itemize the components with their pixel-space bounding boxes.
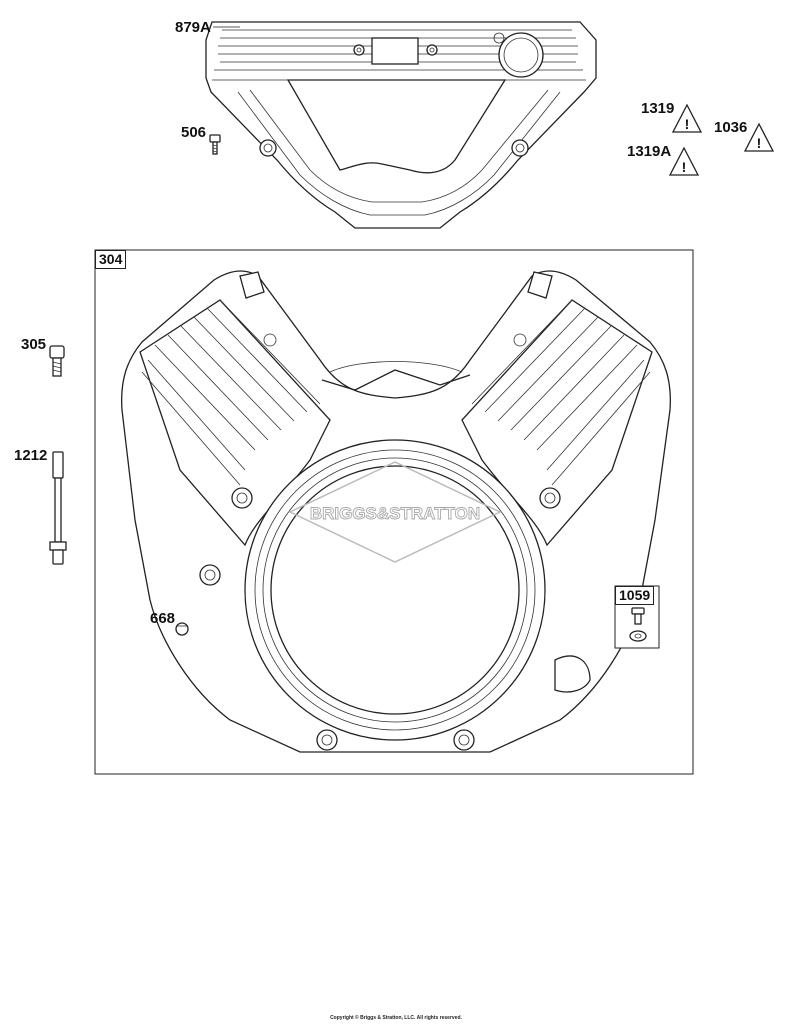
blower-housing-group-frame	[94, 249, 694, 775]
callout-305: 305	[21, 336, 47, 353]
callout-304: 304	[95, 250, 127, 269]
warning-mark-1319: !	[685, 116, 690, 132]
callout-879a: 879A	[175, 19, 211, 36]
warning-label-1319[interactable]: !	[671, 103, 703, 133]
stud-1212[interactable]	[49, 451, 67, 565]
callout-1319: 1319	[641, 100, 675, 117]
warning-mark-1319a: !	[682, 159, 687, 175]
bolt-305[interactable]	[49, 345, 65, 377]
logo-watermark-text: BRIGGS&STRATTON	[310, 504, 480, 523]
warning-label-1036[interactable]: !	[743, 122, 775, 152]
callout-1036: 1036	[714, 119, 748, 136]
callout-1212: 1212	[14, 447, 48, 464]
warning-label-1319a[interactable]: !	[668, 146, 700, 176]
callout-668: 668	[150, 610, 176, 627]
blower-housing-304[interactable]: BRIGGS&STRATTON	[121, 270, 671, 753]
copyright-notice: Copyright © Briggs & Stratton, LLC. All …	[330, 1015, 462, 1021]
plug-668[interactable]	[175, 622, 189, 636]
callout-1319a: 1319A	[627, 143, 672, 160]
logo-watermark	[288, 461, 502, 563]
warning-mark-1036: !	[757, 135, 762, 151]
callout-506: 506	[181, 124, 207, 141]
callout-1059: 1059	[615, 586, 655, 605]
shroud-cover-879a[interactable]	[205, 21, 597, 229]
screw-506[interactable]	[209, 134, 221, 155]
